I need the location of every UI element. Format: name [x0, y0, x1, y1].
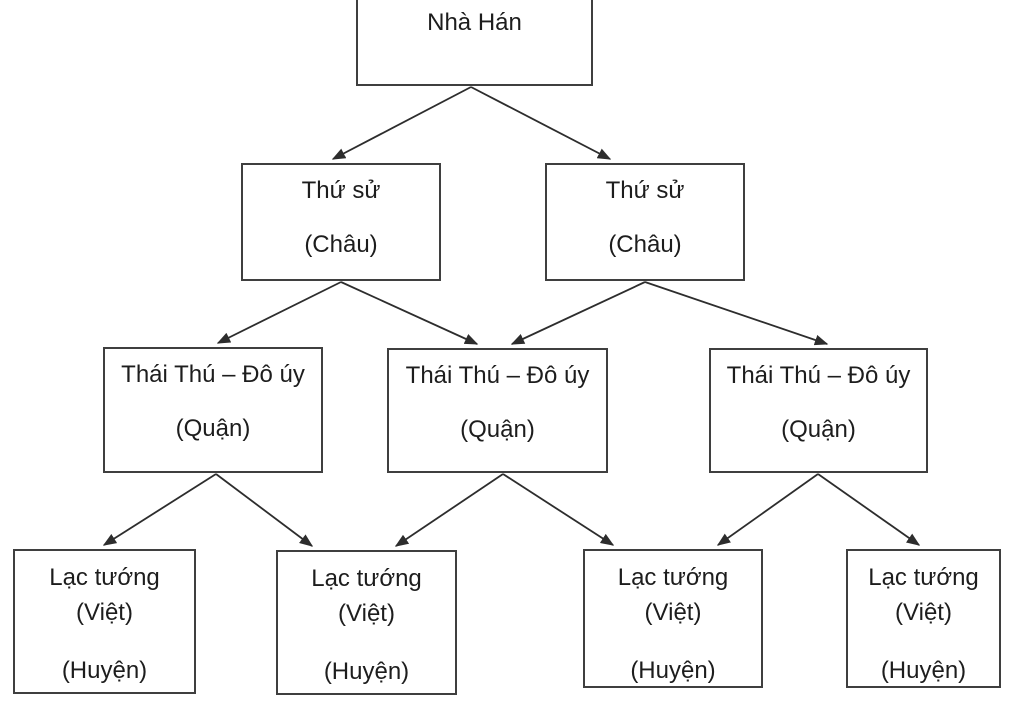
node-sublabel: (Việt) — [76, 599, 133, 626]
edge-nha-han-thu-su-1 — [331, 86, 472, 160]
node-sublabel2: (Huyện) — [630, 657, 716, 684]
edge-thai-thu-1-lac-tuong-1 — [102, 473, 217, 546]
node-label: Thứ sử — [605, 177, 685, 204]
edge-thai-thu-2-lac-tuong-3 — [502, 473, 615, 546]
node-lac-tuong-4: Lạc tướng (Việt) (Huyện) — [846, 549, 1001, 688]
node-label: Lạc tướng — [49, 564, 160, 591]
node-lac-tuong-3: Lạc tướng (Việt) (Huyện) — [583, 549, 763, 688]
node-label: Lạc tướng — [868, 564, 979, 591]
node-label: Lạc tướng — [617, 564, 729, 591]
node-nha-han: Nhà Hán — [356, 0, 593, 86]
node-thu-su-1: Thứ sử (Châu) — [241, 163, 441, 281]
node-lac-tuong-2: Lạc tướng (Việt) (Huyện) — [276, 550, 457, 695]
node-thai-thu-3: Thái Thú – Đô úy (Quận) — [709, 348, 928, 473]
edge-thai-thu-1-lac-tuong-2 — [215, 473, 314, 547]
edge-nha-han-thu-su-2 — [470, 86, 612, 160]
node-sublabel: (Việt) — [895, 599, 952, 626]
node-label: Thái Thú – Đô úy — [121, 361, 305, 388]
node-sublabel: (Quận) — [781, 416, 856, 443]
node-sublabel2: (Huyện) — [323, 658, 410, 685]
edge-thai-thu-2-lac-tuong-2 — [394, 473, 504, 547]
node-sublabel: (Quận) — [175, 415, 251, 442]
node-label: Thứ sử — [301, 177, 381, 204]
node-thai-thu-1: Thái Thú – Đô úy (Quận) — [103, 347, 323, 473]
node-thu-su-2: Thứ sử (Châu) — [545, 163, 745, 281]
node-sublabel: (Việt) — [338, 600, 395, 627]
node-label: Lạc tướng — [311, 565, 422, 592]
node-sublabel2: (Huyện) — [61, 657, 148, 684]
node-lac-tuong-1: Lạc tướng (Việt) (Huyện) — [13, 549, 196, 694]
edge-thu-su-2-thai-thu-2 — [510, 281, 646, 345]
node-sublabel2: (Huyện) — [880, 657, 967, 684]
node-sublabel: (Việt) — [644, 599, 702, 626]
node-label: Nhà Hán — [427, 9, 522, 36]
node-thai-thu-2: Thái Thú – Đô úy (Quận) — [387, 348, 608, 473]
node-sublabel: (Châu) — [608, 231, 682, 258]
node-sublabel: (Châu) — [304, 231, 378, 258]
edge-thai-thu-3-lac-tuong-4 — [817, 473, 921, 546]
edge-thu-su-1-thai-thu-1 — [216, 281, 342, 344]
node-label: Thái Thú – Đô úy — [405, 362, 590, 389]
edge-thai-thu-3-lac-tuong-3 — [716, 473, 819, 546]
edge-thu-su-1-thai-thu-2 — [340, 281, 479, 345]
node-label: Thái Thú – Đô úy — [726, 362, 911, 389]
node-sublabel: (Quận) — [460, 416, 535, 443]
edge-thu-su-2-thai-thu-3 — [644, 281, 829, 346]
